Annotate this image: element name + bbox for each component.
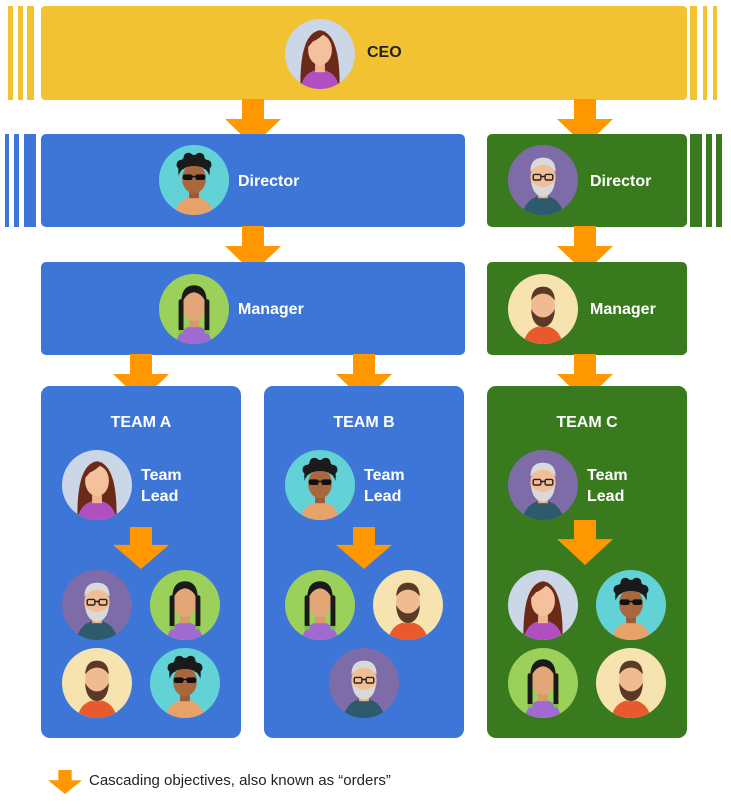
team-a-member-avatar xyxy=(62,648,132,718)
director-green-avatar xyxy=(508,145,578,215)
team-c-lead-avatar xyxy=(508,450,578,520)
team-c-lead-label-line1: Team xyxy=(587,467,628,484)
manager-green-avatar xyxy=(508,274,578,344)
manager-blue-label: Manager xyxy=(238,301,304,318)
team-a-lead-label-line2: Lead xyxy=(141,488,179,505)
down-arrow-icon xyxy=(113,354,169,401)
ceo-bar-stripe xyxy=(703,6,707,100)
team-c-member-avatar xyxy=(508,648,578,718)
team-b-title: TEAM B xyxy=(333,414,395,431)
team-c-lead-label-line2: Lead xyxy=(587,488,625,505)
director-blue-avatar xyxy=(159,145,229,215)
team-b-member-avatar xyxy=(285,570,355,640)
legend-text: Cascading objectives, also known as “ord… xyxy=(89,772,391,789)
down-arrow-icon xyxy=(225,99,281,146)
team-b-member-avatar xyxy=(373,570,443,640)
ceo-bar-stripe xyxy=(690,6,697,100)
ceo-label: CEO xyxy=(367,44,402,61)
manager-bar-blue xyxy=(41,262,465,355)
ceo-bar-stripe xyxy=(713,6,717,100)
team-b-lead-avatar xyxy=(285,450,355,520)
team-a-member-avatar xyxy=(150,648,220,718)
team-c-lead-label: Team Lead xyxy=(587,465,647,507)
manager-green-label: Manager xyxy=(590,301,656,318)
team-b-member-avatar xyxy=(329,648,399,718)
director-bar-stripe xyxy=(690,134,702,227)
ceo-bar xyxy=(41,6,687,100)
team-a-lead-avatar xyxy=(62,450,132,520)
down-arrow-icon xyxy=(113,527,169,569)
down-arrow-icon xyxy=(48,770,82,794)
team-c-member-avatar xyxy=(596,570,666,640)
team-c-member-avatar xyxy=(508,570,578,640)
ceo-bar-stripe xyxy=(18,6,23,100)
down-arrow-icon xyxy=(336,527,392,569)
down-arrow-icon xyxy=(557,226,613,273)
director-blue-label: Director xyxy=(238,173,300,190)
down-arrow-icon xyxy=(557,354,613,401)
team-a-member-avatar xyxy=(62,570,132,640)
team-b-lead-label-line2: Lead xyxy=(364,488,402,505)
down-arrow-icon xyxy=(336,354,392,401)
director-bar-stripe xyxy=(14,134,19,227)
down-arrow-icon xyxy=(557,99,613,146)
ceo-bar-stripe xyxy=(8,6,13,100)
team-b-lead-label: Team Lead xyxy=(364,465,424,507)
team-c-title: TEAM C xyxy=(556,414,618,431)
director-bar-stripe xyxy=(5,134,9,227)
down-arrow-icon xyxy=(557,520,613,565)
team-a-title: TEAM A xyxy=(110,414,172,431)
director-green-label: Director xyxy=(590,173,652,190)
director-bar-stripe xyxy=(706,134,712,227)
director-bar-blue xyxy=(41,134,465,227)
team-a-member-avatar xyxy=(150,570,220,640)
manager-blue-avatar xyxy=(159,274,229,344)
team-c-member-avatar xyxy=(596,648,666,718)
director-bar-stripe xyxy=(24,134,36,227)
director-bar-stripe xyxy=(716,134,722,227)
team-a-lead-label-line1: Team xyxy=(141,467,182,484)
team-b-lead-label-line1: Team xyxy=(364,467,405,484)
ceo-avatar xyxy=(285,19,355,89)
ceo-bar-stripe xyxy=(27,6,34,100)
team-a-lead-label: Team Lead xyxy=(141,465,201,507)
down-arrow-icon xyxy=(225,226,281,273)
